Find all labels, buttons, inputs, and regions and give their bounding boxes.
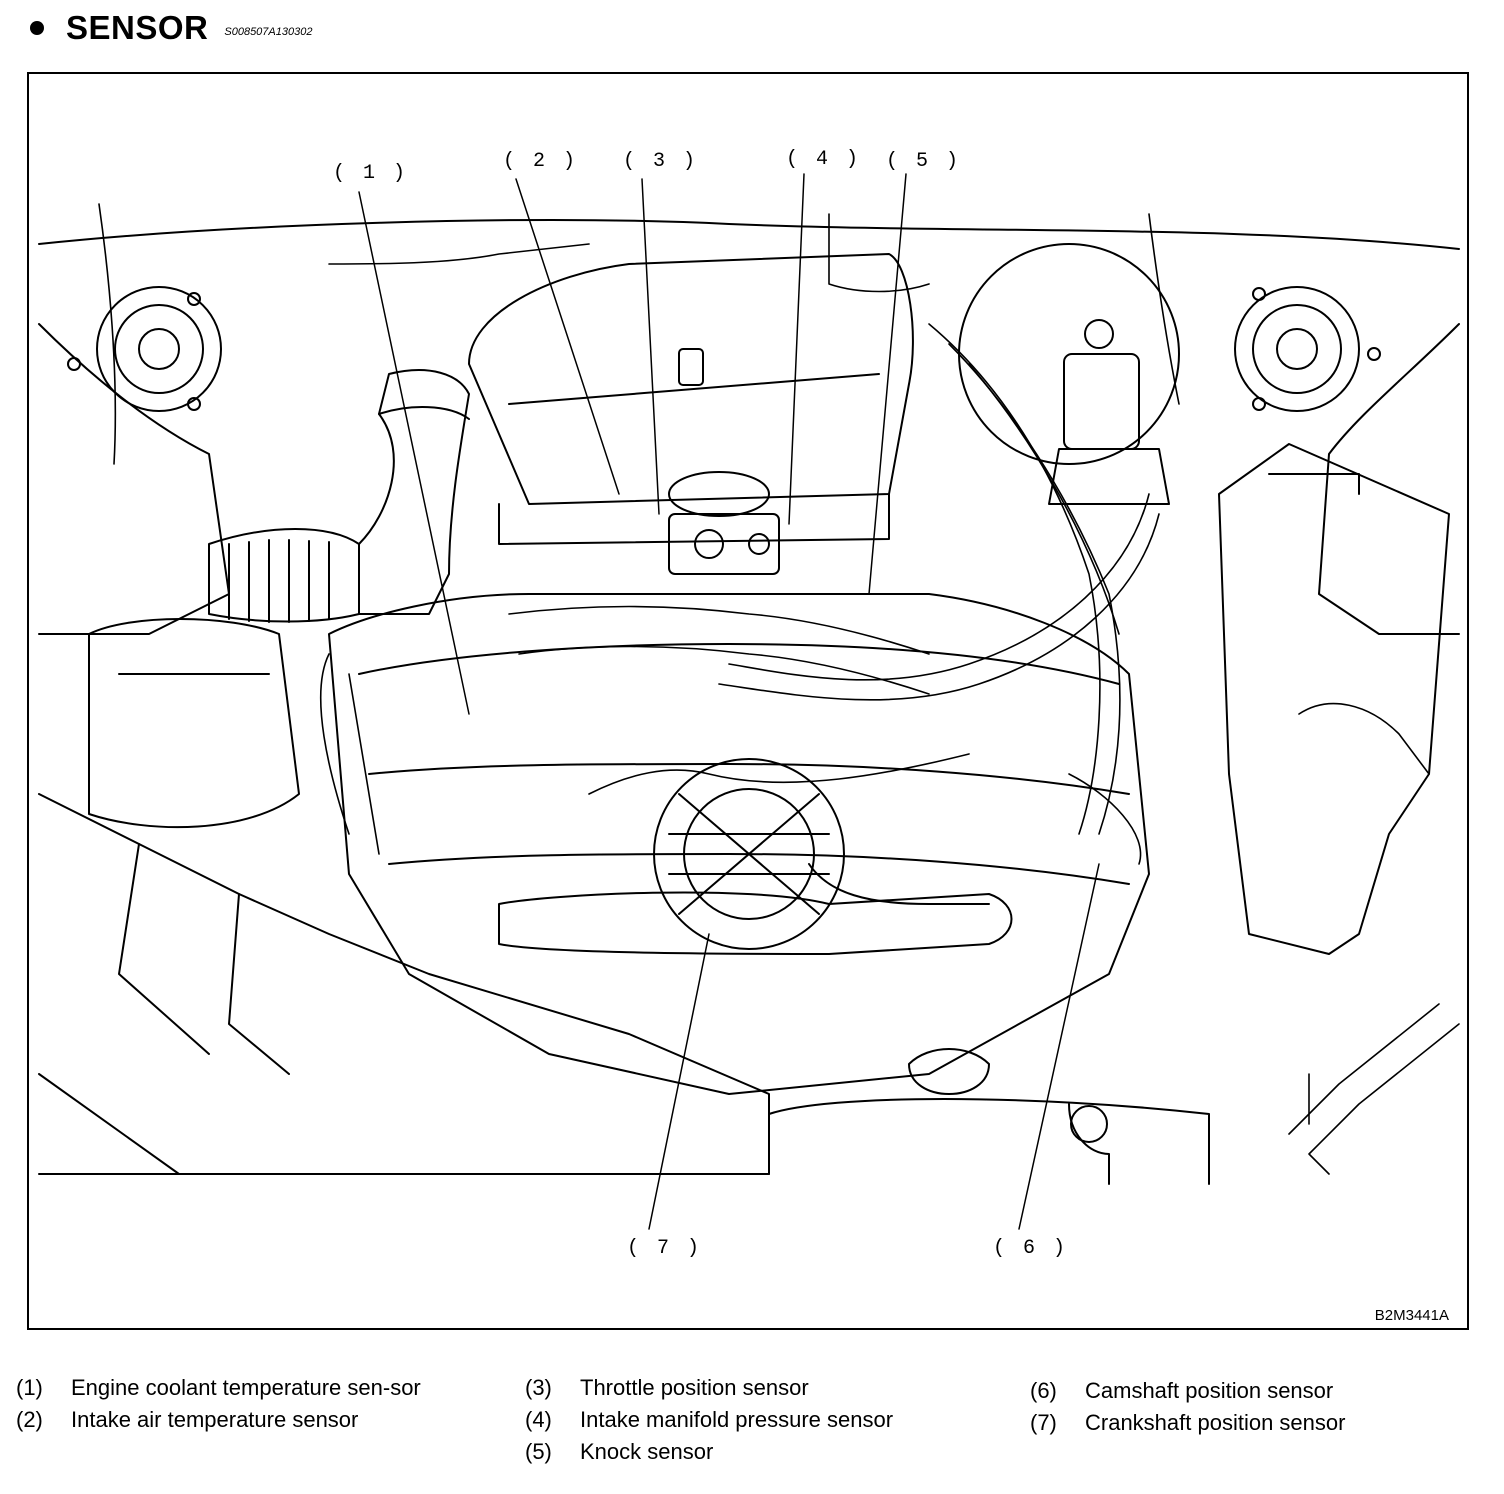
legend-column-2: (3) Throttle position sensor (4) Intake … <box>525 1372 893 1468</box>
legend-item: (7) Crankshaft position sensor <box>1030 1407 1345 1439</box>
legend-number: (4) <box>525 1407 552 1432</box>
left-strut-tower <box>67 286 222 412</box>
legend-text: Knock sensor <box>580 1439 714 1464</box>
callout-3: ( 3 ) <box>623 150 699 173</box>
legend-text: Camshaft position sensor <box>1085 1378 1334 1403</box>
brake-master-cylinder <box>1048 319 1170 505</box>
hoses-and-wires <box>98 203 1460 1175</box>
air-intake-duct <box>208 369 470 623</box>
engine-block <box>328 593 1150 1095</box>
legend-text: Intake manifold pressure sensor <box>580 1407 894 1432</box>
legend-number: (7) <box>1030 1410 1057 1435</box>
leader-line-4 <box>788 173 805 525</box>
legend-text: Crankshaft position sensor <box>1085 1410 1346 1435</box>
legend-text: Throttle position sensor <box>580 1375 809 1400</box>
intake-plenum <box>468 253 914 545</box>
callout-4: ( 4 ) <box>786 148 862 171</box>
legend-item: (6) Camshaft position sensor <box>1030 1375 1345 1407</box>
section-title: SENSOR <box>66 9 209 46</box>
front-pipe <box>498 863 1013 955</box>
section-header: SENSOR S008507A130302 <box>30 8 312 48</box>
battery-outline <box>88 618 300 829</box>
legend-column-3: (6) Camshaft position sensor (7) Cranksh… <box>1030 1375 1345 1439</box>
legend-item: (4) Intake manifold pressure sensor <box>525 1404 893 1436</box>
left-fender-outline <box>38 323 230 635</box>
legend-number: (1) <box>16 1375 43 1400</box>
right-reservoir <box>1218 443 1450 955</box>
leader-line-6 <box>1018 863 1100 1230</box>
lower-bumper-outline <box>768 1048 1210 1185</box>
leader-line-3 <box>641 178 660 515</box>
leader-line-1 <box>358 191 470 715</box>
callout-1: ( 1 ) <box>333 162 409 185</box>
callout-6: ( 6 ) <box>993 1237 1069 1260</box>
legend-number: (6) <box>1030 1378 1057 1403</box>
leader-line-7 <box>648 933 710 1230</box>
legend-item: (3) Throttle position sensor <box>525 1372 893 1404</box>
legend-column-1: (1) Engine coolant temperature sen-sor (… <box>16 1372 451 1436</box>
legend-text: Intake air temperature sensor <box>71 1407 359 1432</box>
callout-2: ( 2 ) <box>503 150 579 173</box>
callout-5: ( 5 ) <box>886 150 962 173</box>
legend-text: Engine coolant temperature sen-sor <box>71 1375 421 1400</box>
legend-number: (3) <box>525 1375 552 1400</box>
callout-leader-lines <box>358 173 1100 1230</box>
callout-7: ( 7 ) <box>627 1237 703 1260</box>
leader-line-5 <box>868 173 907 595</box>
bullet-icon <box>30 21 44 35</box>
hood-outline <box>38 219 1460 250</box>
legend-number: (5) <box>525 1439 552 1464</box>
right-fender-outline <box>1318 323 1460 635</box>
section-code: S008507A130302 <box>224 26 313 38</box>
legend-item: (1) Engine coolant temperature sen-sor <box>16 1372 451 1404</box>
legend-item: (5) Knock sensor <box>525 1436 893 1468</box>
leader-line-2 <box>515 178 620 495</box>
engine-diagram-figure: ( 1 ) ( 2 ) ( 3 ) ( 4 ) ( 5 ) ( 6 ) ( 7 … <box>27 72 1469 1330</box>
lower-left-panel <box>38 793 770 1175</box>
engine-bay-illustration <box>38 173 1460 1230</box>
alternator <box>653 758 845 950</box>
figure-code: B2M3441A <box>1374 1307 1449 1324</box>
right-strut-tower <box>1234 286 1381 412</box>
throttle-body <box>668 471 780 575</box>
legend-number: (2) <box>16 1407 43 1432</box>
legend-item: (2) Intake air temperature sensor <box>16 1404 451 1436</box>
